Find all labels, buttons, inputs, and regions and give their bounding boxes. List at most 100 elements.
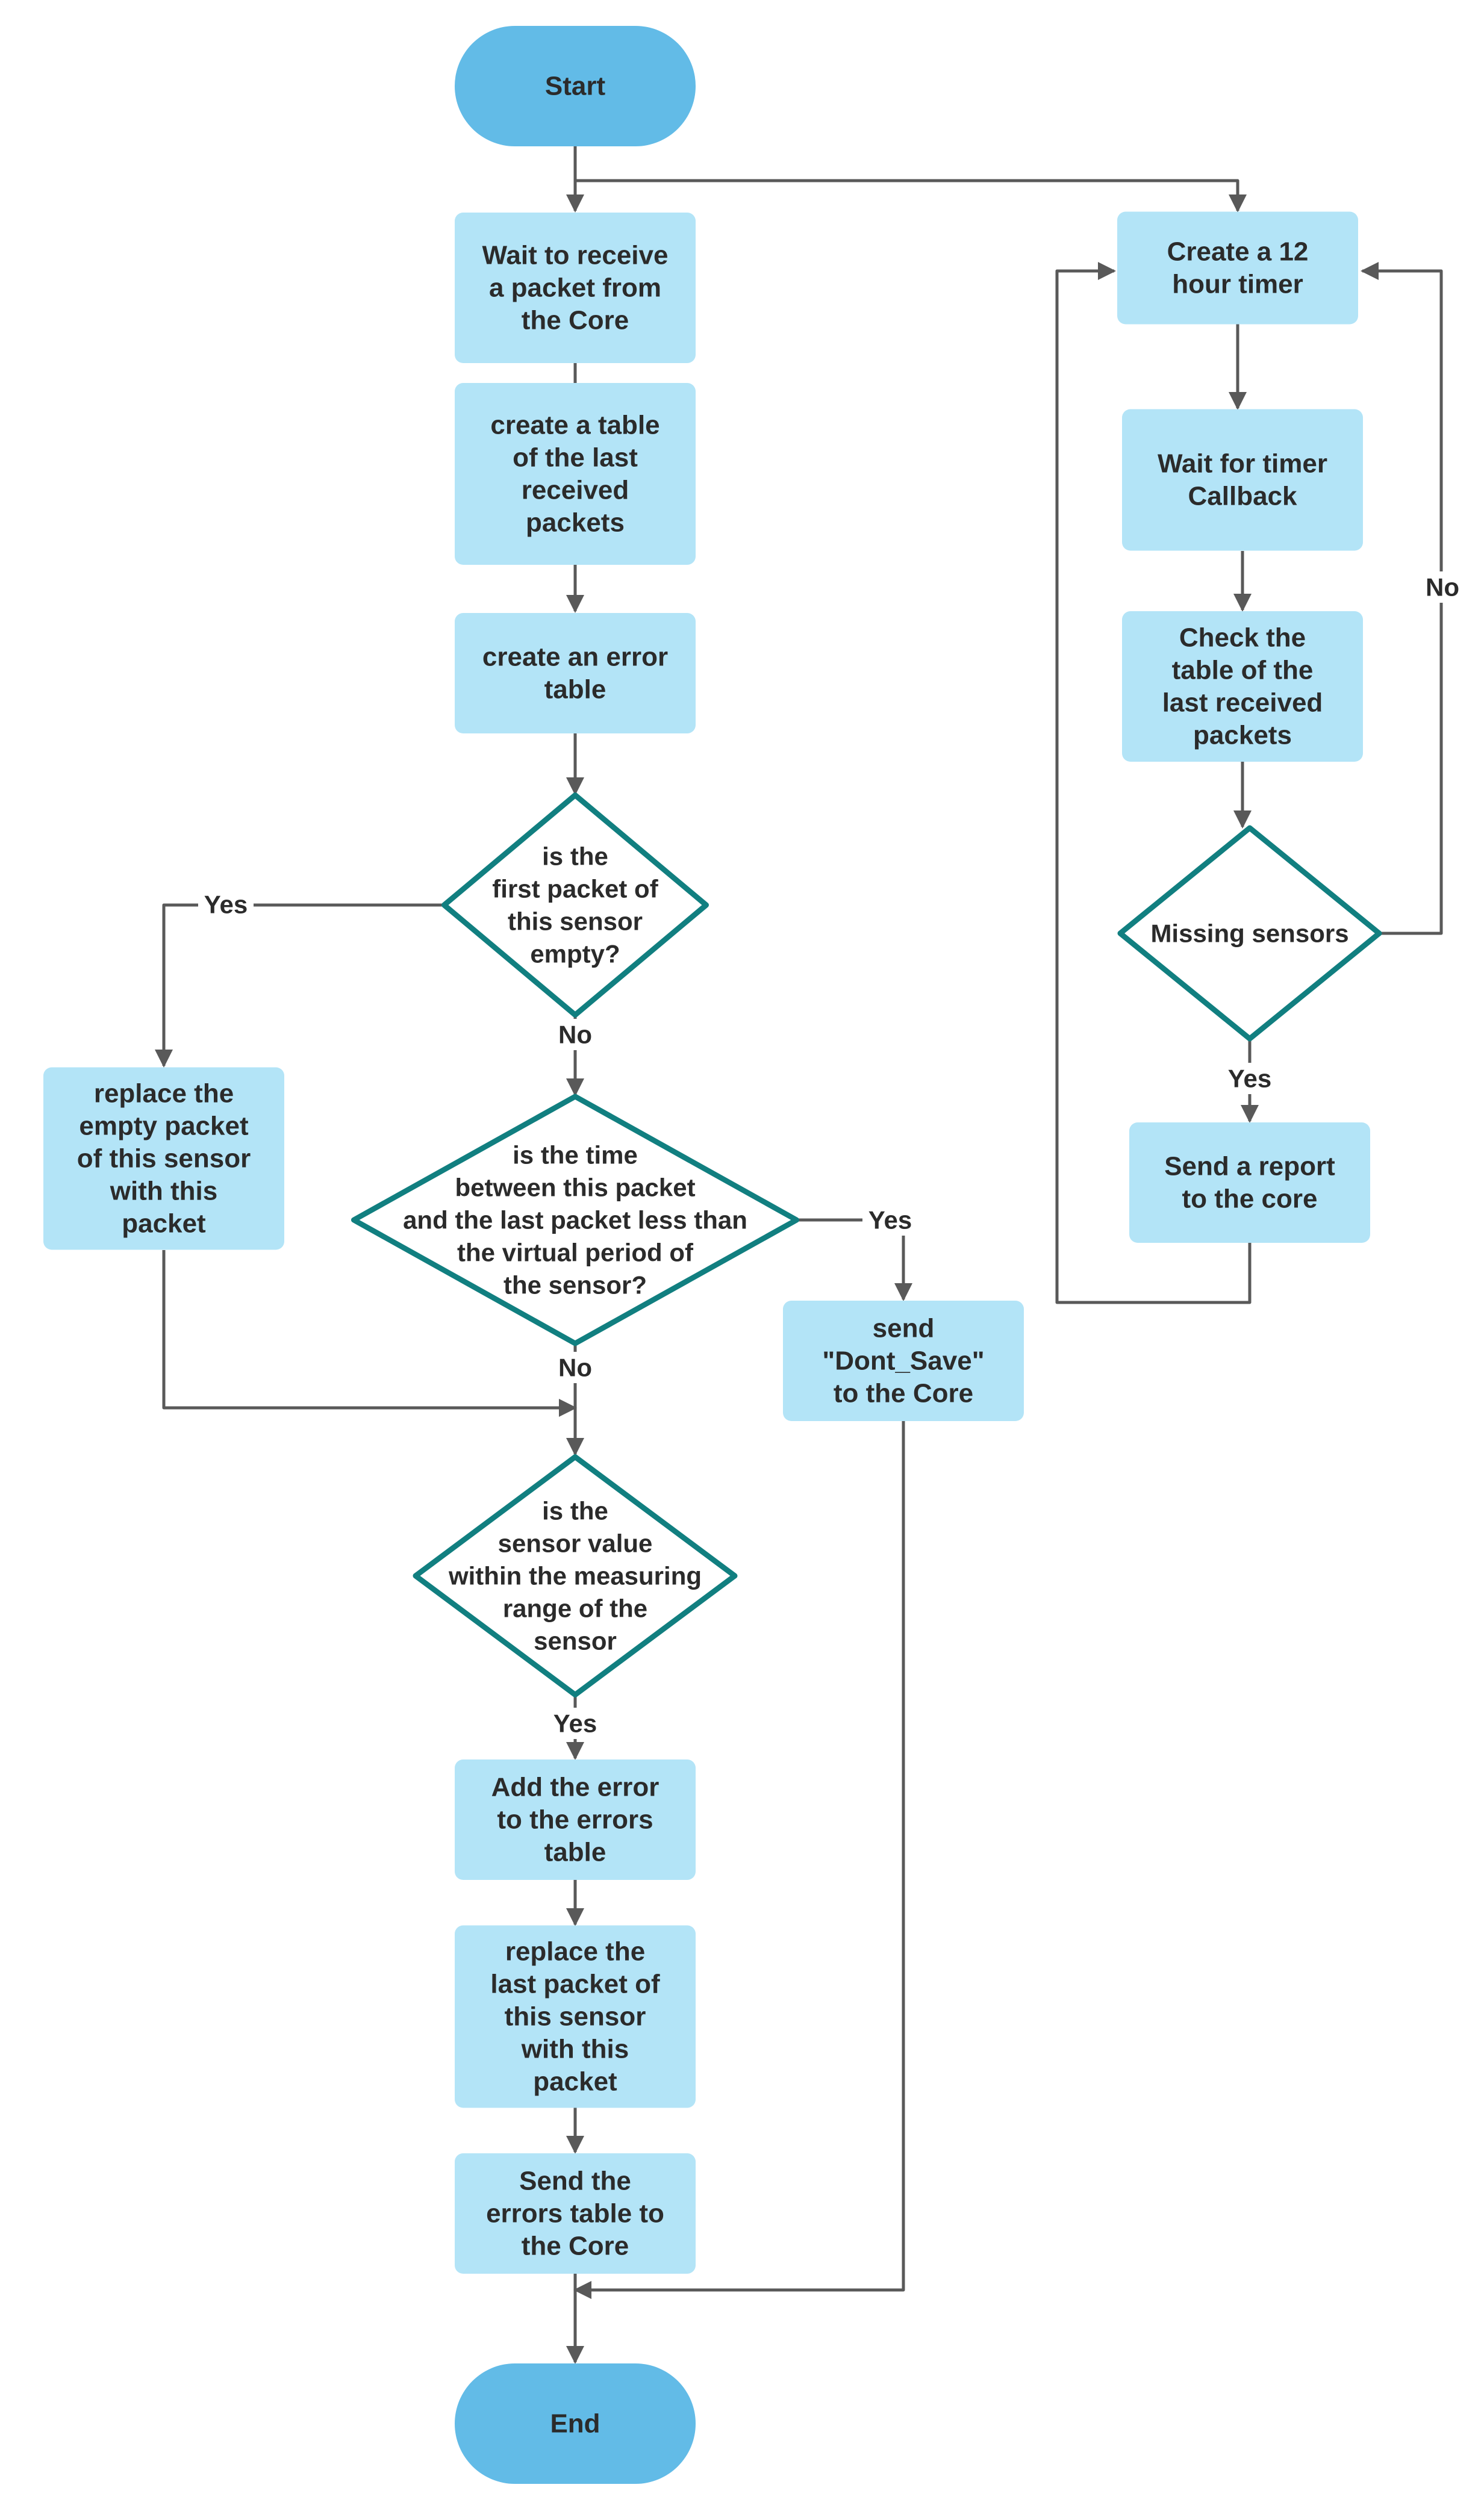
- node-text-line: and the last packet less than: [403, 1206, 747, 1234]
- node-text-line: Callback: [1188, 482, 1298, 511]
- node-text-line: End: [550, 2409, 600, 2439]
- node-text-line: replace the: [505, 1937, 645, 1967]
- node-create-timer: Create a 12 hour timer: [1117, 211, 1358, 325]
- node-replace-empty: replace the empty packet of this sensor wit…: [43, 1067, 284, 1250]
- node-text-line: hour timer: [1172, 270, 1303, 299]
- process-box: [1122, 409, 1363, 551]
- edge-label-bg: [555, 1019, 595, 1050]
- process-box: [455, 613, 696, 733]
- process-box: [1129, 1122, 1370, 1243]
- node-text-line: the virtual period of: [457, 1239, 694, 1267]
- node-text-line: Wait to receive: [482, 241, 669, 270]
- node-text-line: Send the: [519, 2167, 631, 2196]
- node-text-line: Send a report: [1164, 1152, 1335, 1181]
- edge-label-bg: [862, 1204, 918, 1236]
- node-text-line: empty packet: [79, 1112, 249, 1141]
- terminal-shape: [455, 2363, 696, 2484]
- node-text-line: last received: [1162, 688, 1323, 718]
- decision-diamond: [441, 792, 709, 1018]
- node-replace-last: replace the last packet of this sensor with…: [455, 1925, 696, 2108]
- node-text-line: packets: [1193, 721, 1292, 750]
- process-box: [455, 1759, 696, 1880]
- edge-label-bg: [555, 1352, 595, 1383]
- process-box: [783, 1301, 1024, 1421]
- process-box: [455, 213, 696, 363]
- connector-arrow: [1055, 262, 1252, 1304]
- decision-diamond: [351, 1094, 799, 1346]
- edge-label-missing-yes: Yes: [1228, 1065, 1271, 1093]
- node-text-line: Create a 12: [1167, 237, 1309, 267]
- node-text-line: of this sensor: [77, 1144, 251, 1174]
- process-box: [455, 383, 696, 565]
- edge-label-first-empty-yes: Yes: [204, 891, 248, 919]
- connector-arrow: [575, 179, 1247, 213]
- node-text-line: packet: [533, 2067, 617, 2097]
- node-text-line: to the core: [1182, 1184, 1318, 1214]
- node-range-check: is the sensor value within the measuring ra…: [413, 1454, 738, 1697]
- node-text-line: to the errors: [497, 1805, 653, 1835]
- node-text-line: table: [544, 1838, 606, 1867]
- node-text-line: the sensor?: [504, 1271, 647, 1299]
- node-send-report: Send a report to the core: [1129, 1122, 1370, 1243]
- connector-arrow: [162, 1250, 577, 1417]
- node-text-line: Wait for timer: [1158, 449, 1327, 479]
- node-text-line: table: [544, 675, 606, 705]
- node-text-line: this sensor: [505, 2002, 646, 2032]
- node-send-dont-save: send"Dont_Save"to the Core: [783, 1301, 1024, 1421]
- node-text-line: to the Core: [834, 1379, 973, 1408]
- node-text-line: replace the: [94, 1079, 234, 1109]
- node-text-line: range of the: [503, 1594, 647, 1623]
- node-text-line: Check the: [1179, 623, 1306, 653]
- node-text-line: sensor: [534, 1627, 617, 1655]
- edge-label-time-check-no: No: [558, 1354, 592, 1382]
- connector-arrow: [573, 1421, 905, 2299]
- node-text-line: received: [522, 476, 629, 505]
- node-end: End: [455, 2363, 696, 2484]
- node-text-line: is the time: [513, 1141, 638, 1169]
- edge-label-first-empty-no: No: [558, 1021, 592, 1049]
- edge-label-bg: [198, 889, 254, 920]
- node-text-line: between this packet: [455, 1174, 695, 1202]
- process-box: [1117, 211, 1358, 325]
- node-start: Start: [455, 26, 696, 146]
- node-text-line: sensor value: [498, 1529, 653, 1558]
- edge-label-range-check-yes: Yes: [553, 1710, 597, 1738]
- connector-arrow: [155, 903, 444, 1068]
- node-text-line: Start: [545, 72, 606, 101]
- process-box: [43, 1067, 284, 1250]
- edge-label-bg: [547, 1708, 603, 1739]
- node-text-line: last packet of: [490, 1970, 660, 1999]
- node-text-line: of the last: [513, 443, 638, 473]
- decision-diamond: [413, 1454, 738, 1697]
- node-text-line: is the: [542, 1497, 608, 1525]
- node-text-line: packet: [122, 1209, 206, 1239]
- node-text-line: empty?: [530, 940, 620, 968]
- node-text-line: the Core: [522, 2232, 629, 2261]
- node-text-line: send: [873, 1314, 935, 1343]
- edge-label-bg: [1222, 1063, 1277, 1094]
- node-text-line: create an error: [482, 642, 668, 672]
- node-text-line: within the measuring: [448, 1562, 702, 1590]
- node-text-line: with this: [110, 1177, 217, 1206]
- node-missing-sensors: Missing sensors: [1117, 825, 1382, 1042]
- terminal-shape: [455, 26, 696, 146]
- process-box: [1122, 611, 1363, 762]
- node-text-line: is the: [542, 842, 608, 871]
- node-text-line: first packet of: [492, 875, 658, 903]
- connectors: [155, 146, 1443, 2364]
- edge-label-time-check-yes: Yes: [868, 1206, 912, 1234]
- decision-diamond: [1117, 825, 1382, 1042]
- node-text-line: with this: [521, 2035, 629, 2064]
- node-text-line: a packet from: [489, 273, 661, 303]
- edge-label-missing-no: No: [1426, 573, 1459, 602]
